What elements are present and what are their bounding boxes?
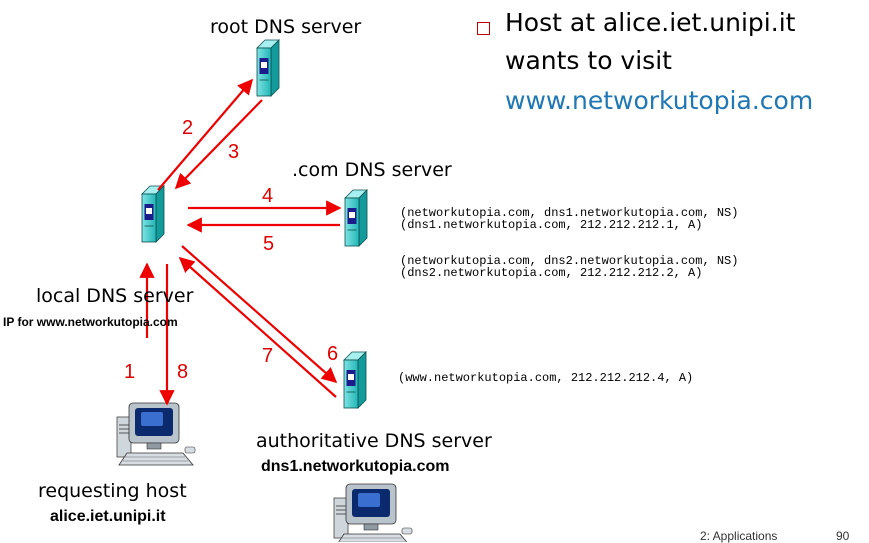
arrow-step-3 bbox=[174, 99, 263, 190]
root-dns-server-label: root DNS server bbox=[210, 16, 362, 38]
step-label-6: 6 bbox=[327, 343, 339, 365]
bullet-line-2: wants to visit bbox=[505, 46, 672, 75]
local-dns-server-icon bbox=[141, 185, 165, 243]
requesting-host-label: requesting host bbox=[38, 480, 187, 502]
com-dns-server-label: .com DNS server bbox=[292, 159, 452, 181]
local-dns-server-label: local DNS server bbox=[36, 285, 194, 307]
com-dns-server-icon bbox=[344, 189, 368, 247]
footer-page-number: 90 bbox=[836, 529, 850, 543]
arrow-step-7 bbox=[178, 256, 337, 398]
step-label-4: 4 bbox=[262, 185, 274, 207]
authoritative-dns-server-label: authoritative DNS server bbox=[256, 430, 492, 452]
bullet-line-1: Host at alice.iet.unipi.it bbox=[505, 8, 796, 37]
record-authoritative-a: (www.networkutopia.com, 212.212.212.4, A… bbox=[398, 371, 694, 385]
step-label-7: 7 bbox=[262, 345, 274, 367]
record-com-ns-1: (networkutopia.com, dns1.networkutopia.c… bbox=[400, 206, 739, 220]
step-label-8: 8 bbox=[177, 361, 189, 383]
requesting-host-sublabel: alice.iet.unipi.it bbox=[50, 508, 166, 525]
authoritative-host-computer-icon bbox=[333, 483, 413, 542]
bullet-url: www.networkutopia.com bbox=[505, 86, 814, 115]
authoritative-dns-server-sublabel: dns1.networkutopia.com bbox=[261, 458, 450, 475]
record-com-a-1: (dns1.networkutopia.com, 212.212.212.1, … bbox=[400, 218, 703, 232]
step-label-3: 3 bbox=[228, 141, 240, 163]
bullet-square-icon bbox=[477, 22, 490, 35]
root-dns-server-icon bbox=[256, 39, 280, 97]
authoritative-dns-server-icon bbox=[343, 351, 367, 409]
requesting-host-icon bbox=[116, 402, 196, 466]
record-com-ns-2: (networkutopia.com, dns2.networkutopia.c… bbox=[400, 254, 739, 268]
step-label-5: 5 bbox=[263, 233, 275, 255]
local-dns-server-sublabel: IP for www.networkutopia.com bbox=[3, 315, 178, 329]
footer-chapter: 2: Applications bbox=[700, 529, 778, 543]
record-com-a-2: (dns2.networkutopia.com, 212.212.212.2, … bbox=[400, 266, 703, 280]
arrow-step-2 bbox=[157, 78, 254, 191]
step-label-1: 1 bbox=[124, 361, 136, 383]
step-label-2: 2 bbox=[182, 117, 194, 139]
arrow-step-6 bbox=[181, 245, 338, 384]
